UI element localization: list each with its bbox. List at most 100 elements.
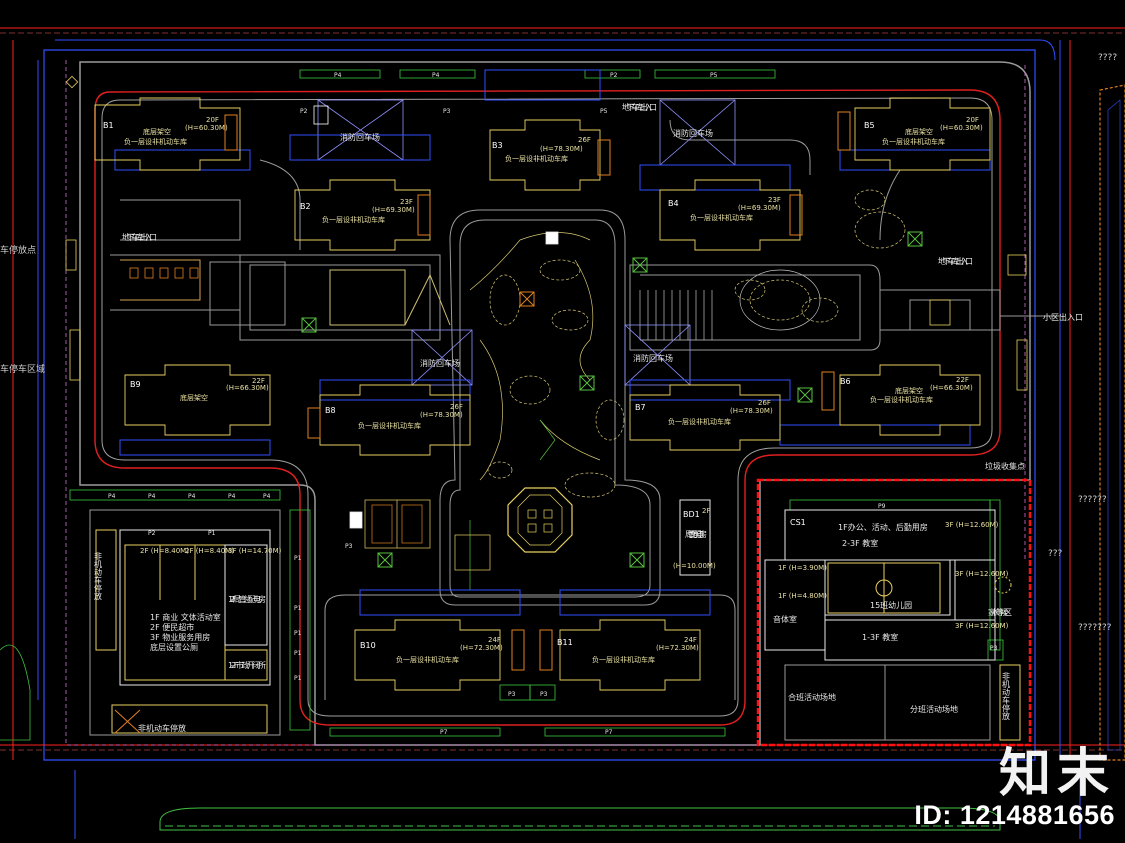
building-id: B7	[635, 403, 646, 412]
kindergarten-room: 音体室	[773, 614, 797, 624]
fire-turning-areas	[317, 99, 736, 386]
parking-tag: P2	[610, 72, 618, 79]
parking-tag: P2	[148, 530, 156, 537]
building-floors: 22F	[252, 377, 265, 385]
kindergarten-function: 1-3F 教室	[862, 632, 898, 642]
watermark: 知末 ID: 1214881656	[914, 748, 1115, 831]
blue-outlines	[114, 69, 991, 616]
parking-tag: P4	[263, 493, 271, 500]
building-id: B5	[864, 121, 875, 130]
parking-tag: P5	[710, 72, 718, 79]
edge-label: 车停放点	[0, 244, 36, 256]
building-floors: 23F	[768, 196, 781, 204]
bd1-id: BD1	[683, 510, 700, 519]
kindergarten-id: CS1	[790, 518, 806, 527]
building-note: 底层架空	[905, 127, 933, 136]
building-floors: 26F	[758, 399, 771, 407]
parking-tag: P4	[188, 493, 196, 500]
parking-tag: P2	[300, 108, 308, 115]
parking-tag: P4	[108, 493, 116, 500]
parking-tag: P3	[345, 543, 353, 550]
building-floors: 23F	[400, 198, 413, 206]
fire-lane-label: 消防回车场	[673, 128, 713, 138]
commercial-labels: 非机动车停放 2F (H=8.40M) 2F (H=8.40M) 3F (H=1…	[94, 547, 282, 733]
building-height: (H=78.30M)	[540, 145, 583, 153]
parking-tag: P1	[294, 555, 302, 562]
commercial-height: 2F (H=8.40M)	[185, 547, 234, 555]
building-height: (H=72.30M)	[656, 644, 699, 652]
building-note: 负一层设非机动车库	[870, 395, 933, 404]
edge-labels: 车停放点 车停车区域 ???? ?????? ??? ???????	[0, 53, 1117, 633]
garage-entrance-label: 地下车库出入口	[122, 232, 157, 242]
building-height: (H=69.30M)	[372, 206, 415, 214]
parking-tag: P7	[440, 729, 448, 736]
edge-label: 车停车区域	[0, 363, 45, 375]
parking-tag: P1	[208, 530, 216, 537]
commercial-function: 1F 商业 文体活动室	[150, 612, 221, 622]
building-floors: 26F	[450, 403, 463, 411]
building-outlines	[94, 97, 991, 691]
commercial-block	[89, 509, 281, 736]
parking-tag: P3	[990, 645, 998, 652]
roads	[110, 119, 1060, 606]
building-note: 负一层设非机动车库	[505, 154, 568, 163]
building-id: B2	[300, 202, 311, 211]
parking-tag: P9	[878, 503, 886, 510]
kindergarten-name: 15班幼儿园	[870, 600, 912, 610]
commercial-height: 2F (H=8.40M)	[140, 547, 189, 555]
building-note: 负一层设非机动车库	[882, 137, 945, 146]
site-boundary	[65, 60, 1032, 747]
building-note: 负一层设非机动车库	[322, 215, 385, 224]
parking-tag: P1	[294, 605, 302, 612]
commercial-function: 底层设置公厕	[150, 642, 198, 652]
building-note: 负一层设非机动车库	[690, 213, 753, 222]
building-floors: 26F	[578, 136, 591, 144]
parking-tag: P3	[443, 108, 451, 115]
commercial-room: 1-2F 局管总配电房	[228, 594, 266, 604]
kindergarten-yard: 分班活动场地	[910, 704, 958, 714]
kindergarten-bike-label: 非机动车停放	[1002, 671, 1011, 721]
building-height: (H=60.30M)	[185, 124, 228, 132]
kindergarten-height: 3F (H=12.60M)	[955, 570, 1009, 578]
community-entrance-label: 小区出入口	[1043, 312, 1083, 322]
building-floors: 20F	[966, 116, 979, 124]
building-height: (H=60.30M)	[940, 124, 983, 132]
fire-lane-label: 消防回车场	[340, 132, 380, 142]
edge-label: ??????	[1078, 495, 1107, 505]
kindergarten-block	[679, 499, 1021, 741]
building-floors: 20F	[206, 116, 219, 124]
parking-tag: P1	[294, 630, 302, 637]
building-id: B4	[668, 199, 679, 208]
kindergarten-height: 1F (H=3.90M)	[778, 564, 827, 572]
building-floors: 22F	[956, 376, 969, 384]
building-height: (H=78.30M)	[420, 411, 463, 419]
garage-entrance-label: 地下车库出入口	[938, 256, 973, 266]
parking-tag: P4	[228, 493, 236, 500]
building-note: 底层架空	[143, 127, 171, 136]
building-floors: 24F	[488, 636, 501, 644]
parking-tag: P1	[294, 650, 302, 657]
kindergarten-function: 2-3F 教室	[842, 538, 878, 548]
tree-markers	[301, 231, 923, 568]
kindergarten-height: 1F (H=4.80M)	[778, 592, 827, 600]
garbage-point-label: 垃圾收集点	[985, 461, 1025, 471]
building-note: 负一层设非机动车库	[358, 421, 421, 430]
site-labels: 消防回车场 消防回车场 消防回车场 消防回车场 地下车库出入口 地下车库出入口 …	[122, 102, 1083, 570]
central-park	[364, 189, 906, 590]
commercial-room: 1-2F市政开闭所	[228, 660, 266, 670]
building-height: (H=69.30M)	[738, 204, 781, 212]
parking-tag: P3	[540, 691, 548, 698]
building-height: (H=66.30M)	[930, 384, 973, 392]
parking-tag: P1	[294, 675, 302, 682]
building-id: B8	[325, 406, 336, 415]
kindergarten-height: 3F (H=12.60M)	[945, 521, 999, 529]
commercial-function: 2F 便民超市	[150, 622, 194, 632]
building-note: 底层架空	[180, 393, 208, 402]
building-id: B1	[103, 121, 114, 130]
bd1-floors: 2F	[702, 507, 710, 515]
parking-tag: P4	[148, 493, 156, 500]
building-id: B3	[492, 141, 503, 150]
edge-label: ???????	[1078, 623, 1112, 633]
parking-tag: P4	[432, 72, 440, 79]
commercial-bike-label: 非机动车停放	[94, 551, 103, 601]
